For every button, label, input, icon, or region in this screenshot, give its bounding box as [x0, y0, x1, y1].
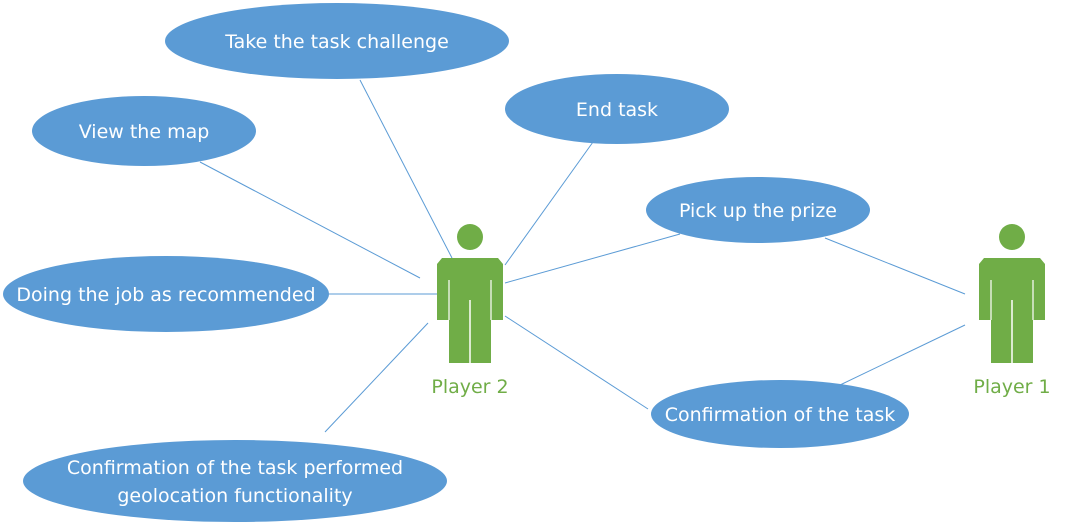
- use-case-label: Doing the job as recommended: [16, 284, 315, 306]
- use-case-label: View the map: [79, 121, 210, 143]
- association-player2-view-map: [199, 161, 421, 279]
- actor-label: Player 1: [973, 376, 1050, 398]
- use-case-confirm-task: Confirmation of the task: [651, 380, 909, 448]
- actor-player2: Player 2: [431, 224, 509, 398]
- association-player2-pick-prize: [504, 233, 681, 284]
- association-player2-confirm-geo: [324, 322, 429, 433]
- use-case-ellipse: [505, 74, 729, 144]
- use-case-ellipse: [165, 3, 509, 79]
- use-case-ellipse: [651, 380, 909, 448]
- use-case-pick-prize: Pick up the prize: [646, 177, 870, 243]
- use-case-doing-job: Doing the job as recommended: [3, 256, 329, 332]
- person-icon: [437, 224, 503, 363]
- use-case-ellipse: [23, 440, 447, 522]
- use-case-confirm-geo: Confirmation of the task performed geolo…: [23, 440, 447, 522]
- use-case-label: Confirmation of the task: [665, 404, 896, 426]
- use-case-end-task: End task: [505, 74, 729, 144]
- association-player2-confirm-task: [504, 315, 649, 410]
- use-case-label-line-2: geolocation functionality: [117, 485, 352, 507]
- associations: [199, 79, 966, 433]
- association-player2-take-task: [359, 79, 453, 259]
- association-player1-pick-prize: [824, 237, 966, 295]
- use-case-label: Take the task challenge: [224, 31, 449, 53]
- association-player1-confirm-task: [839, 324, 966, 386]
- use-case-ellipse: [646, 177, 870, 243]
- use-case-view-map: View the map: [32, 96, 256, 166]
- use-case-label: Pick up the prize: [679, 200, 837, 222]
- use-case-take-task: Take the task challenge: [165, 3, 509, 79]
- association-player2-end-task: [504, 141, 594, 266]
- actor-label: Player 2: [431, 376, 508, 398]
- use-case-label: End task: [576, 99, 658, 121]
- person-icon: [979, 224, 1045, 363]
- use-case-label-line-1: Confirmation of the task performed: [67, 457, 403, 479]
- use-case-ellipse: [3, 256, 329, 332]
- actor-player1: Player 1: [973, 224, 1051, 398]
- use-case-ellipse: [32, 96, 256, 166]
